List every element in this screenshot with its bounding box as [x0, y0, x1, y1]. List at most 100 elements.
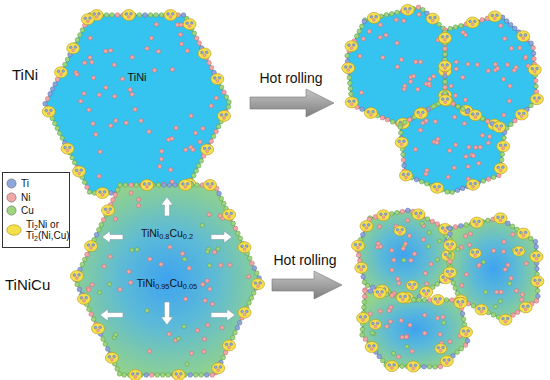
- atom-dot: [53, 121, 58, 126]
- legend-row: Cu: [6, 205, 66, 217]
- atom-dot: [192, 31, 197, 36]
- atom-dot: [409, 80, 413, 84]
- atom-dot: [522, 305, 525, 308]
- legend-swatch: [6, 205, 17, 216]
- atom-dot: [410, 349, 414, 353]
- atom-dot: [360, 268, 363, 271]
- ti2ni-particle: [355, 262, 368, 273]
- atom-dot: [427, 365, 432, 370]
- atom-dot: [464, 223, 469, 228]
- phase-label: TiNi0.95Cu0.05: [137, 277, 197, 289]
- atom-dot: [89, 312, 94, 317]
- atom-dot: [395, 210, 400, 215]
- atom-dot: [75, 38, 80, 43]
- atom-dot: [538, 97, 541, 100]
- atom-dot: [529, 41, 534, 46]
- atom-dot: [221, 355, 226, 360]
- atom-dot: [446, 175, 450, 179]
- atom-dot: [446, 35, 449, 38]
- atom-dot: [241, 245, 244, 248]
- atom-dot: [223, 117, 226, 120]
- ti2ni-particle: [420, 287, 433, 298]
- boundary-atoms: [357, 288, 473, 373]
- grain: TiNi: [45, 15, 230, 193]
- atom-dot: [477, 263, 481, 267]
- atom-dot: [367, 224, 370, 227]
- atom-dot: [129, 281, 133, 285]
- ti2ni-particle: [460, 327, 473, 338]
- atom-dot: [72, 160, 77, 165]
- atom-dot: [387, 308, 391, 312]
- atom-dot: [476, 251, 479, 254]
- atom-dot: [259, 282, 262, 285]
- atom-dot: [102, 264, 106, 268]
- atom-dot: [204, 373, 209, 378]
- atom-dot: [400, 209, 405, 214]
- atom-dot: [120, 77, 124, 81]
- subscript: 2: [34, 223, 38, 230]
- atom-dot: [475, 63, 479, 67]
- atom-dot: [87, 307, 92, 312]
- ti2ni-particle: [365, 342, 378, 353]
- atom-dot: [443, 46, 448, 51]
- atom-dot: [443, 90, 448, 95]
- atom-dot: [399, 318, 403, 322]
- ti2ni-particle: [179, 180, 192, 191]
- atom-dot: [419, 212, 422, 215]
- atom-dot: [368, 289, 373, 294]
- atom-dot: [417, 111, 420, 114]
- ti2ni-particle: [67, 43, 80, 54]
- atom-dot: [89, 17, 92, 20]
- atom-dot: [429, 16, 432, 19]
- atom-dot: [425, 217, 430, 222]
- atom-dot: [442, 346, 445, 349]
- ti2ni-particle: [528, 64, 541, 75]
- diffusion-arrow: [161, 302, 173, 325]
- atom-dot: [97, 329, 100, 332]
- ti2ni-particle: [493, 122, 506, 133]
- atom-dot: [195, 183, 200, 188]
- atom-dot: [459, 304, 462, 307]
- atom-dot: [478, 145, 482, 149]
- atom-dot: [406, 208, 411, 213]
- atom-dot: [495, 290, 499, 294]
- atom-dot: [474, 182, 477, 185]
- ti2ni-particle: [406, 281, 418, 291]
- atom-dot: [438, 332, 442, 336]
- atom-dot: [448, 340, 452, 344]
- atom-dot: [219, 85, 224, 90]
- atom-dot: [460, 283, 464, 287]
- atom-dot: [118, 287, 122, 291]
- atom-dot: [97, 227, 102, 232]
- atom-dot: [65, 57, 70, 62]
- atom-dot: [449, 246, 452, 249]
- atom-dot: [471, 23, 474, 26]
- atom-dot: [380, 358, 385, 363]
- atom-dot: [167, 13, 170, 16]
- atom-dot: [407, 173, 410, 176]
- atom-dot: [502, 147, 505, 150]
- atom-dot: [531, 51, 536, 56]
- legend-swatch-shape: [7, 193, 16, 202]
- atom-dot: [90, 283, 94, 287]
- atom-dot: [534, 84, 539, 89]
- atom-dot: [401, 247, 405, 251]
- atom-dot: [101, 218, 106, 223]
- atom-dot: [509, 46, 513, 50]
- atom-dot: [512, 68, 516, 72]
- atom-dot: [412, 367, 415, 370]
- atom-dot: [101, 337, 106, 342]
- atom-dot: [62, 70, 65, 73]
- atom-dot: [176, 337, 180, 341]
- phase-label: TiNi0.8Cu0.2: [141, 227, 193, 239]
- atom-dot: [205, 250, 209, 254]
- atom-dot: [196, 164, 201, 169]
- atom-dot: [178, 33, 182, 37]
- atom-dot: [441, 35, 444, 38]
- atom-dot: [190, 22, 193, 25]
- atom-dot: [409, 7, 412, 10]
- atom-dot: [515, 310, 520, 315]
- ti2ni-particle: [172, 370, 185, 380]
- atom-dot: [501, 77, 505, 81]
- atom-dot: [433, 365, 438, 370]
